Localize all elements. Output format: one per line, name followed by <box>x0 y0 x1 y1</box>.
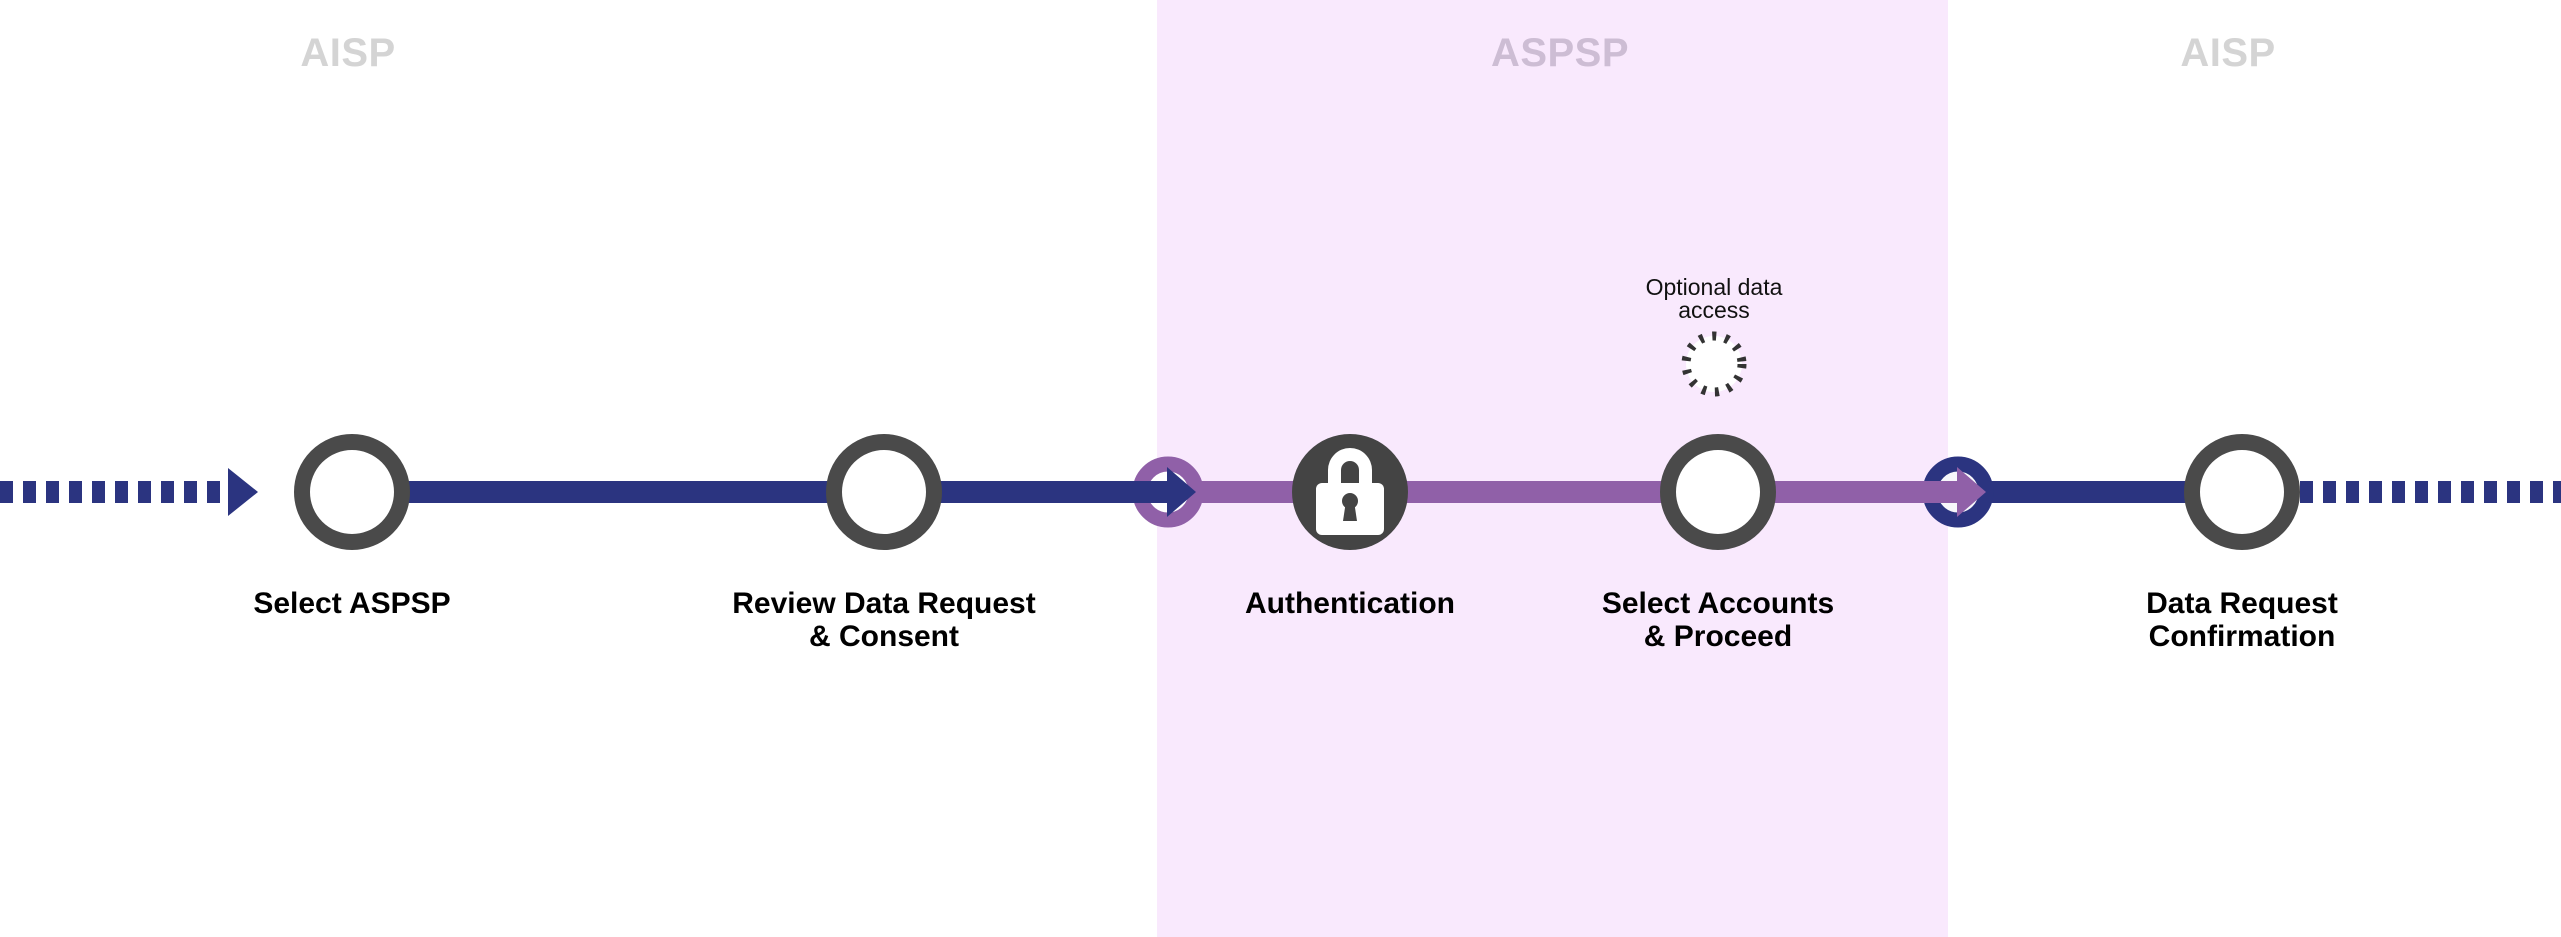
lane-aspsp-bg <box>1157 0 1948 937</box>
lane-label-aisp-left: AISP <box>300 31 395 75</box>
node-select-aspsp-label: Select ASPSP <box>253 587 450 620</box>
optional-data-access-dotted-circle-icon <box>1681 331 1747 397</box>
node-data-request-confirmation-ring <box>2184 434 2300 550</box>
node-authentication[interactable]: Authentication <box>1245 434 1455 620</box>
node-select-accounts-ring <box>1660 434 1776 550</box>
node-review-data-request-label-line-1: Review Data Request <box>732 587 1035 620</box>
node-data-request-confirmation-label-line-1: Data Request <box>2146 587 2338 620</box>
optional-data-access-annotation: Optional data access <box>1646 274 1783 397</box>
node-select-accounts[interactable]: Select Accounts & Proceed <box>1602 434 1834 653</box>
node-select-accounts-label-line-2: & Proceed <box>1644 620 1792 653</box>
node-authentication-label: Authentication <box>1245 587 1455 620</box>
node-select-accounts-label-line-1: Select Accounts <box>1602 587 1834 620</box>
optional-data-access-label-line-2: access <box>1678 297 1750 323</box>
node-select-aspsp-ring <box>294 434 410 550</box>
node-data-request-confirmation[interactable]: Data Request Confirmation <box>2146 434 2338 653</box>
optional-data-access-label-line-1: Optional data <box>1646 274 1783 300</box>
transition-to-aspsp[interactable] <box>1130 456 1204 528</box>
node-review-data-request-label-line-2: & Consent <box>809 620 959 653</box>
entry-dashed-arrow <box>0 468 258 516</box>
lane-labels: AISP ASPSP AISP <box>300 31 2275 75</box>
transition-to-aspsp-arrow-icon <box>1130 467 1196 517</box>
node-data-request-confirmation-label-line-2: Confirmation <box>2149 620 2336 653</box>
lock-icon <box>1316 448 1384 535</box>
transition-to-aisp[interactable] <box>1920 456 1994 528</box>
lane-label-aisp-right: AISP <box>2180 31 2275 75</box>
node-review-data-request-ring <box>826 434 942 550</box>
node-review-data-request[interactable]: Review Data Request & Consent <box>732 434 1036 653</box>
entry-arrowhead-icon <box>228 468 258 516</box>
transition-to-aisp-arrow-icon <box>1920 467 1986 517</box>
lane-label-aspsp: ASPSP <box>1491 31 1629 75</box>
node-select-aspsp[interactable]: Select ASPSP <box>253 434 451 620</box>
lane-aisp-left-bg <box>0 0 1157 937</box>
